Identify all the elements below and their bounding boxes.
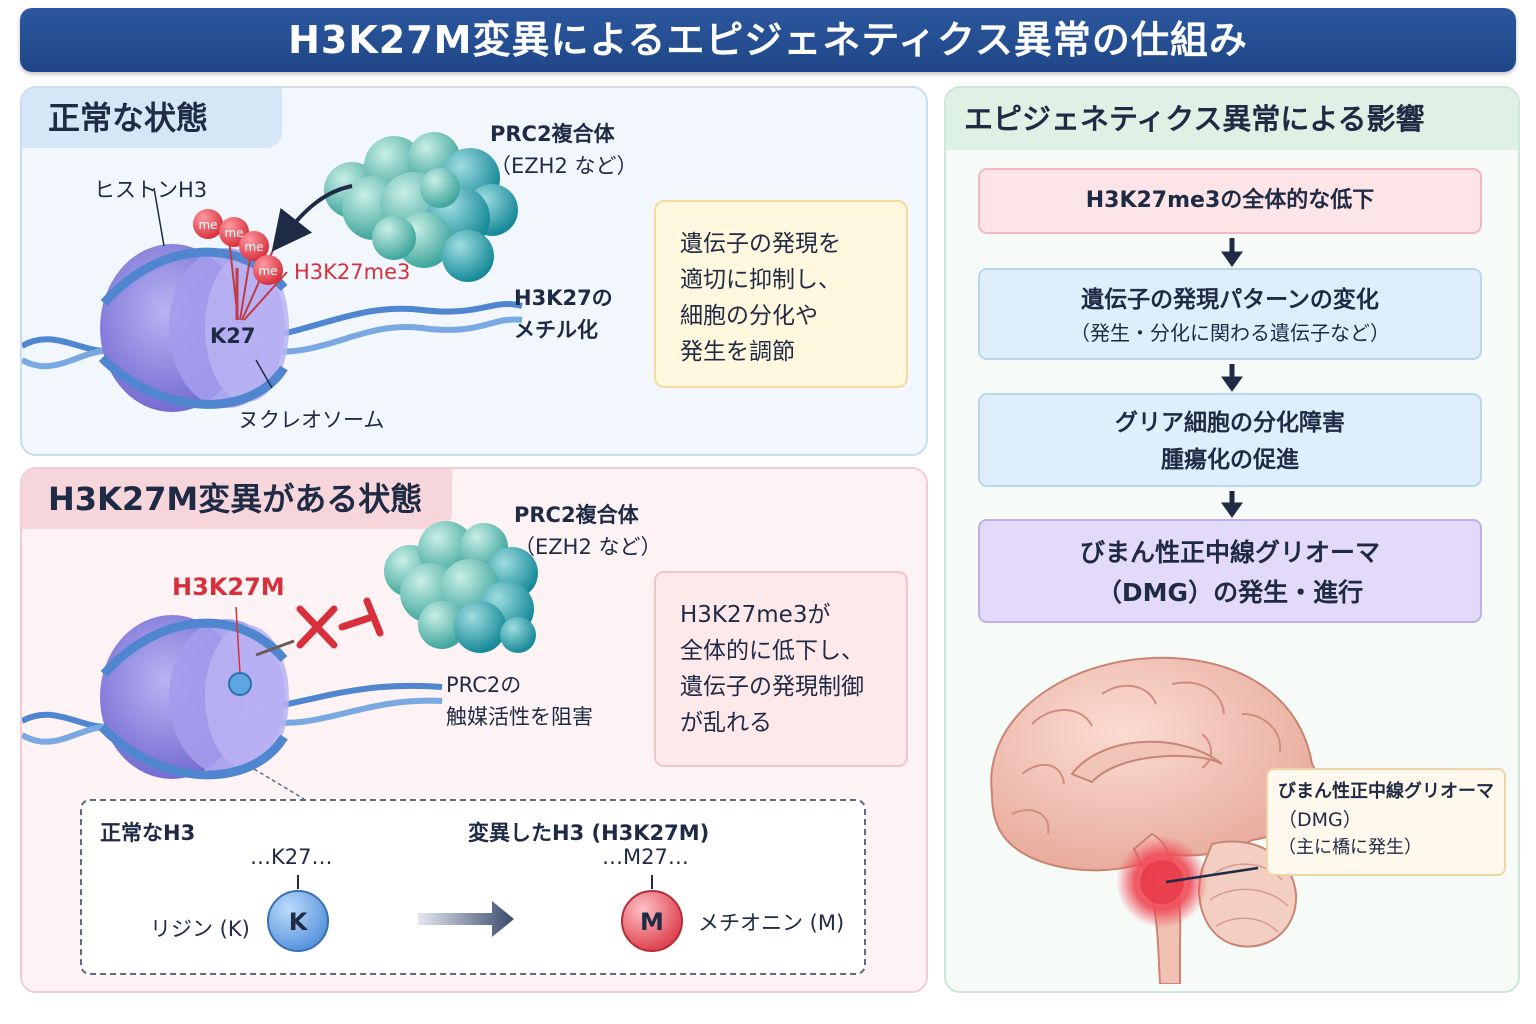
flow-step-2: 遺伝子の発現パターンの変化 （発生・分化に関わる遺伝子など） [978, 268, 1482, 360]
callout-line: （主に橋に発生） [1278, 837, 1422, 858]
inhibition-label-line2: 触媒活性を阻害 [446, 705, 593, 729]
mutant-illustration [22, 521, 538, 799]
mutant-state-tab: H3K27M変異がある状態 [22, 469, 452, 529]
methyl-mark [239, 231, 269, 261]
prc2-title: PRC2複合体 [490, 122, 615, 146]
methylation-label-line2: メチル化 [514, 318, 598, 342]
normal-state-panel: 正常な状態 [20, 86, 928, 456]
note-line: 適切に抑制し、 [680, 267, 841, 293]
note-line: 細胞の分化や [680, 303, 818, 329]
note-line: 全体的に低下し、 [680, 638, 864, 664]
normal-illustration: me me me me [22, 132, 523, 412]
flow-step-4: びまん性正中線グリオーマ （DMG）の発生・進行 [978, 519, 1482, 623]
note-line: 発生を調節 [680, 339, 795, 365]
prc2-subtitle: （EZH2 など） [490, 154, 638, 178]
inhibition-label-line1: PRC2の [446, 673, 522, 697]
flow-step-text: びまん性正中線グリオーマ [1079, 538, 1380, 567]
lysine-residue [267, 890, 329, 952]
mutation-arrow [418, 901, 514, 937]
normal-state-heading: 正常な状態 [48, 99, 209, 137]
mutant-effect-note: H3K27me3が 全体的に低下し、 遺伝子の発現制御 が乱れる [654, 571, 908, 767]
flow-step-1: H3K27me3の全体的な低下 [978, 168, 1482, 234]
mutant-state-heading: H3K27M変異がある状態 [48, 480, 423, 518]
mutant-sequence: …M27… [602, 845, 689, 869]
residue-comparison-box: K M 正常なH3 …K27… リジン (K) 変異したH3 (H3K27M) … [80, 799, 866, 975]
methyl-label: me [198, 218, 217, 232]
title-bar: H3K27M変異によるエピジェネティクス異常の仕組み [20, 8, 1516, 72]
note-line: 遺伝子の発現制御 [680, 674, 864, 700]
dmg-callout: びまん性正中線グリオーマ （DMG） （主に橋に発生） [1266, 768, 1506, 876]
prc2-complex [324, 132, 518, 282]
page-title: H3K27M変異によるエピジェネティクス異常の仕組み [288, 18, 1248, 62]
methyl-marks: me me me me [193, 209, 283, 285]
flow-step-text: 腫瘍化の促進 [1161, 447, 1299, 473]
mutant-h3-title: 変異したH3 (H3K27M) [468, 821, 710, 845]
callout-line: びまん性正中線グリオーマ [1278, 781, 1494, 802]
methionine-residue [621, 890, 683, 952]
note-line: 遺伝子の発現を [680, 231, 841, 257]
methyl-mark [253, 255, 283, 285]
flow-step-text: グリア細胞の分化障害 [1115, 410, 1345, 436]
methylation-arrow [271, 184, 353, 252]
h3k27m-label: H3K27M [172, 573, 285, 601]
h3k27me3-label: H3K27me3 [294, 260, 411, 284]
lysine-letter: K [289, 908, 309, 936]
prc2-title: PRC2複合体 [514, 503, 639, 527]
methionine-name: メチオニン (M) [698, 911, 845, 935]
effects-panel: エピジェネティクス異常による影響 H3K27me3の全体的な低下 遺伝子の発現パ… [944, 86, 1520, 993]
note-line: H3K27me3が [680, 602, 831, 628]
prc2-subtitle: （EZH2 など） [514, 535, 662, 559]
flow-step-subtext: （発生・分化に関わる遺伝子など） [1070, 321, 1390, 345]
methyl-mark [193, 209, 223, 239]
nucleosome [98, 615, 289, 780]
lysine-name: リジン (K) [150, 917, 250, 941]
normal-function-note: 遺伝子の発現を 適切に抑制し、 細胞の分化や 発生を調節 [654, 200, 908, 388]
mutant-state-panel: H3K27M変異がある状態 [20, 467, 928, 993]
flow-step-text: H3K27me3の全体的な低下 [1085, 188, 1375, 213]
methionine-letter: M [640, 908, 664, 936]
histone-h3-label: ヒストンH3 [94, 178, 208, 202]
down-arrow-icon [1221, 376, 1243, 392]
flow-step-text: （DMG）の発生・進行 [1096, 578, 1364, 607]
down-arrow-icon [1221, 502, 1243, 518]
flow-step-3: グリア細胞の分化障害 腫瘍化の促進 [978, 393, 1482, 487]
note-line: が乱れる [680, 710, 772, 736]
m27-residue-marker [228, 672, 252, 696]
methyl-label: me [258, 264, 277, 278]
inhibition-symbol [296, 597, 384, 649]
down-arrow-icon [1221, 251, 1243, 267]
effects-heading: エピジェネティクス異常による影響 [964, 102, 1425, 136]
effects-header: エピジェネティクス異常による影響 [946, 88, 1518, 150]
callout-leader-line [1165, 866, 1259, 884]
nucleosome-label: ヌクレオソーム [238, 408, 385, 432]
normal-h3-title: 正常なH3 [100, 821, 196, 845]
normal-sequence: …K27… [250, 845, 333, 869]
methylation-label-line1: H3K27の [514, 286, 613, 310]
prc2-complex [384, 521, 538, 653]
callout-line: （DMG） [1278, 809, 1362, 831]
normal-state-tab: 正常な状態 [22, 88, 282, 148]
methyl-label: me [244, 240, 263, 254]
brain-sagittal-illustration [990, 656, 1320, 984]
residue-comparison-graphic: K M [267, 875, 683, 952]
k27-label: K27 [210, 324, 256, 348]
flow-step-text: 遺伝子の発現パターンの変化 [1081, 287, 1379, 313]
methyl-label: me [224, 226, 243, 240]
